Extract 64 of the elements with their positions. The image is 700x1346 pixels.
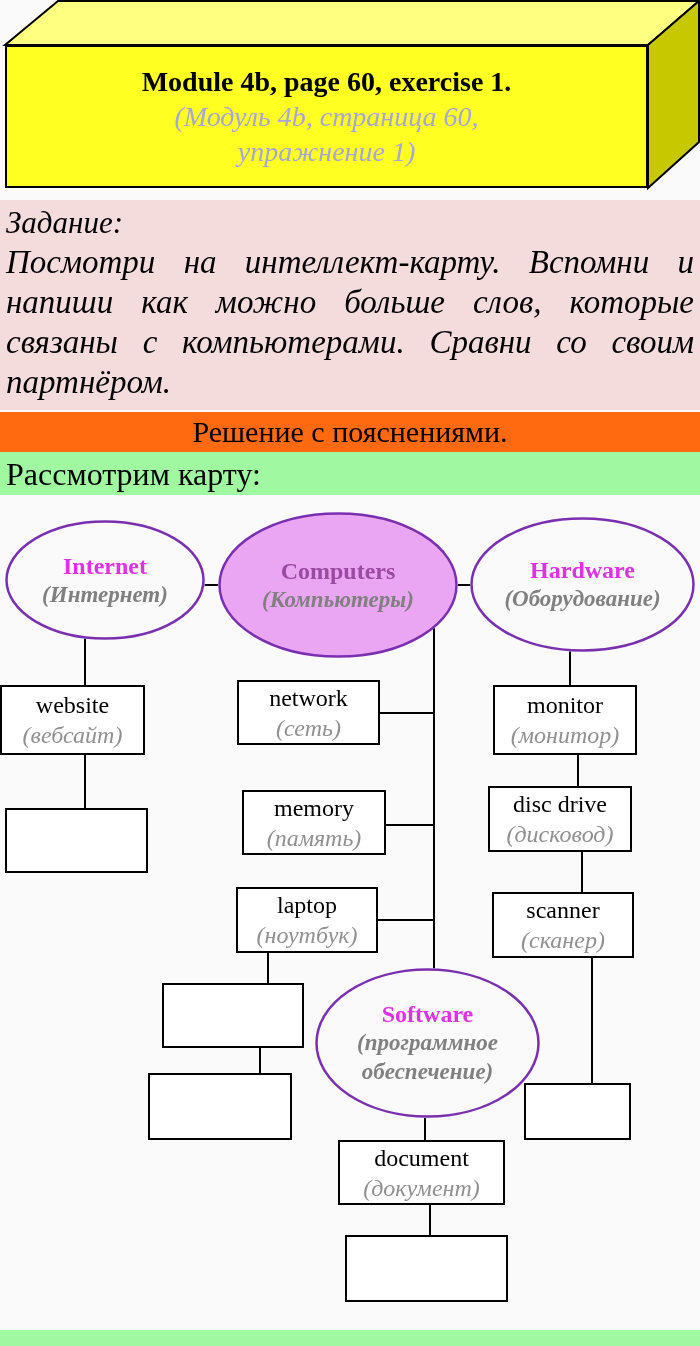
- title-translation: (Модуль 4b, страница 60, упражнение 1): [173, 100, 480, 169]
- connector-line: [84, 754, 86, 809]
- concept-word: network: [269, 683, 348, 713]
- concept-word: website: [35, 691, 110, 720]
- topic-ellipse: [218, 512, 458, 658]
- connector-line: [457, 584, 471, 586]
- task-text: Посмотри на интеллект-карту. Вспомни и напиши как можно больше слов, которые связаны с компьютерами. Сравни со своим партнёром.: [6, 243, 694, 402]
- empty-box: [148, 1073, 292, 1140]
- section-heading: Решение с пояснениями.: [192, 417, 508, 447]
- concept-word: scanner: [526, 896, 600, 925]
- section-band: [0, 452, 700, 495]
- concept-box: [488, 786, 632, 852]
- concept-word: laptop: [277, 891, 337, 920]
- topic-title: Hardware: [530, 556, 635, 586]
- concept-box: [237, 680, 380, 745]
- concept-word: monitor: [527, 691, 603, 720]
- topic-title: Computers: [280, 556, 396, 586]
- topic-title: Software: [381, 1000, 474, 1030]
- concept-translation: (память): [266, 823, 362, 853]
- connector-line: [84, 637, 86, 686]
- task-label: Задание:: [6, 204, 124, 242]
- task-panel: [0, 200, 700, 410]
- concept-box: [493, 685, 637, 755]
- topic-title: Internet: [63, 551, 147, 581]
- connector-line: [429, 1204, 431, 1236]
- connector-line: [203, 584, 219, 586]
- topic-translation: (Интернет): [41, 580, 169, 609]
- topic-ellipse: [470, 517, 695, 652]
- concept-translation: (документ): [363, 1173, 480, 1203]
- concept-box: [492, 892, 634, 958]
- connector-line: [581, 851, 583, 893]
- connector-line: [569, 650, 571, 686]
- section-band: [0, 1330, 700, 1346]
- concept-translation: (вебсайт): [22, 721, 123, 750]
- empty-box: [5, 808, 148, 873]
- connector-line: [591, 957, 593, 1084]
- concept-box: [236, 887, 378, 953]
- topic-translation: (Компьютеры): [261, 585, 415, 614]
- empty-box: [345, 1235, 508, 1302]
- topic-ellipse: [5, 520, 205, 640]
- concept-translation: (сеть): [276, 713, 341, 743]
- connector-line: [267, 952, 269, 984]
- section-band: [0, 412, 700, 452]
- connector-line: [424, 1117, 426, 1141]
- concept-translation: (дисковод): [506, 820, 614, 849]
- section-heading: Рассмотрим карту:: [6, 457, 261, 490]
- connector-line: [577, 754, 579, 787]
- concept-translation: (монитор): [510, 721, 620, 750]
- empty-box: [524, 1083, 631, 1140]
- concept-word: document: [374, 1143, 469, 1173]
- concept-box: [0, 685, 145, 755]
- concept-box: [242, 790, 386, 855]
- concept-translation: (сканер): [521, 926, 605, 955]
- topic-translation: (программное обеспечение): [356, 1029, 499, 1086]
- topic-ellipse: [315, 968, 540, 1118]
- concept-word: memory: [274, 793, 354, 823]
- title-text: Module 4b, page 60, exercise 1.: [141, 65, 512, 99]
- concept-word: disc drive: [513, 790, 607, 819]
- title-panel: [5, 45, 648, 188]
- empty-box: [162, 983, 304, 1048]
- topic-translation: (Оборудование): [503, 585, 662, 614]
- concept-box: [338, 1140, 505, 1205]
- concept-translation: (ноутбук): [256, 921, 358, 950]
- connector-line: [259, 1047, 261, 1074]
